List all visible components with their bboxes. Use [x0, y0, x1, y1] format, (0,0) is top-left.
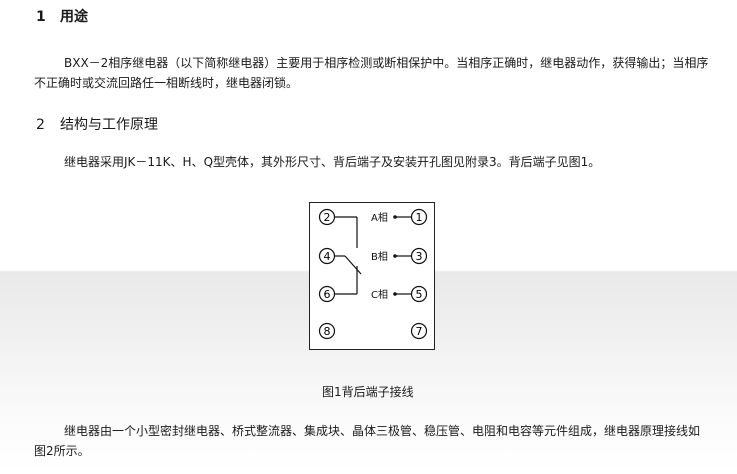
terminal-7-label: 7 — [416, 325, 423, 338]
terminals-left: 2 4 6 8 — [318, 208, 336, 340]
section-2-title: 结构与工作原理 — [60, 117, 158, 133]
terminal-5-circle — [410, 285, 428, 303]
terminal-6-label: 6 — [324, 288, 331, 301]
closing-paragraph-line-1: 继电器由一个小型密封继电器、桥式整流器、集成块、晶体三极管、稳压管、电阻和电容等… — [64, 424, 701, 438]
terminal-1-label: 1 — [416, 211, 423, 224]
wiring-lines — [335, 216, 411, 295]
phase-dots — [393, 215, 397, 296]
terminal-2-label: 2 — [324, 211, 331, 224]
section-1-number: 1 — [36, 9, 46, 25]
terminals-right: 1 3 5 7 — [410, 208, 428, 340]
section-2-number: 2 — [36, 117, 45, 133]
section-1-paragraph-line-2: 不正确时或交流回路任一相断线时，继电器闭锁。 — [34, 76, 299, 90]
terminal-4-circle — [318, 247, 336, 265]
terminal-2-circle — [318, 208, 336, 226]
terminal-3-label: 3 — [416, 250, 423, 263]
terminal-4-label: 4 — [324, 250, 331, 263]
phase-a-label: A相 — [371, 211, 388, 224]
terminal-1-circle — [410, 208, 428, 226]
terminal-7-circle — [410, 322, 428, 340]
section-1-paragraph-line-1: BXX－2相序继电器（以下简称继电器）主要用于相序检测或断相保护中。当相序正确时… — [64, 56, 709, 70]
terminal-8-circle — [318, 322, 336, 340]
terminal-wiring-diagram: 2 4 6 8 1 3 5 7 A相 B相 C相 — [309, 202, 435, 350]
section-2-paragraph: 继电器采用JK－11K、H、Q型壳体，其外形尺寸、背后端子及安装开孔图见附录3。… — [64, 155, 601, 169]
phase-c-label: C相 — [371, 288, 388, 301]
section-2-heading: 2 结构与工作原理 — [36, 114, 158, 134]
closing-paragraph-line-2: 图2所示。 — [34, 444, 90, 458]
section-1-title: 用途 — [60, 9, 88, 25]
section-1-heading: 1 用途 — [36, 6, 88, 26]
phase-b-label: B相 — [371, 250, 388, 263]
terminal-8-label: 8 — [324, 325, 331, 338]
terminal-3-circle — [410, 247, 428, 265]
terminal-5-label: 5 — [416, 288, 423, 301]
terminal-6-circle — [318, 285, 336, 303]
phase-labels: A相 B相 C相 — [371, 211, 388, 301]
figure-1-caption: 图1背后端子接线 — [322, 385, 414, 399]
